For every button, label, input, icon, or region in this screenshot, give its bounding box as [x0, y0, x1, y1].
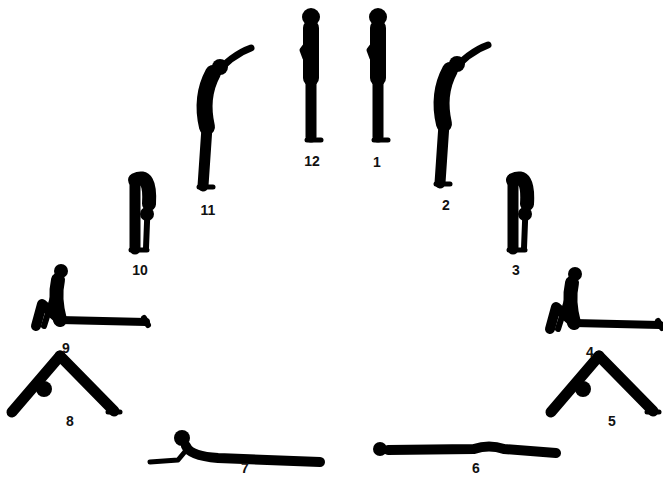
callout-number: 3: [512, 263, 520, 277]
callout-number: 10: [132, 263, 148, 277]
callout-number: 6: [472, 461, 480, 475]
callout-number: 2: [442, 198, 450, 212]
callout-number: 5: [608, 414, 616, 428]
callout-number: 1: [373, 155, 381, 169]
callout-number: 4: [586, 345, 594, 359]
callout-number: 11: [201, 203, 216, 217]
callout-number: 7: [241, 461, 249, 475]
callout-number: 8: [66, 414, 74, 428]
callout-number: 9: [62, 341, 70, 355]
callout-number: 12: [304, 154, 320, 168]
